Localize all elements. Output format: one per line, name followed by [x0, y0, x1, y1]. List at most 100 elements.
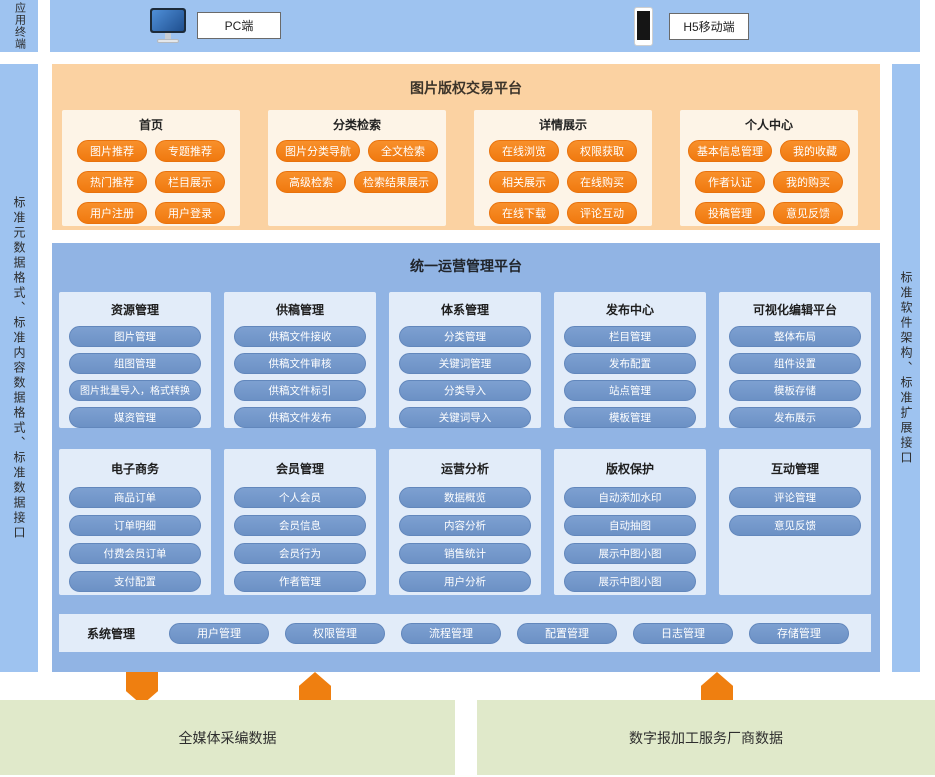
left-standards-label: 标准元数据格式、标准内容数据格式、标准数据接口 [12, 195, 26, 541]
feature-button[interactable]: 模板管理 [564, 407, 696, 428]
feature-button[interactable]: 整体布局 [729, 326, 861, 347]
feature-button[interactable]: 栏目管理 [564, 326, 696, 347]
feature-button[interactable]: 供稿文件标引 [234, 380, 366, 401]
module-copyright-protection: 版权保护 自动添加水印 自动抽图 展示中图小图 展示中图小图 [554, 449, 706, 595]
feature-button[interactable]: 组件设置 [729, 353, 861, 374]
feature-button[interactable]: 会员信息 [234, 515, 366, 536]
feature-button[interactable]: 意见反馈 [729, 515, 861, 536]
system-mgmt-title: 系统管理 [87, 626, 136, 641]
feature-button[interactable]: 我的购买 [773, 171, 843, 193]
feature-button[interactable]: 支付配置 [69, 571, 201, 592]
feature-button[interactable]: 关键词导入 [399, 407, 531, 428]
feature-button[interactable]: 投稿管理 [695, 202, 765, 224]
feature-button[interactable]: 在线浏览 [489, 140, 559, 162]
feature-button[interactable]: 用户管理 [169, 622, 270, 644]
feature-button[interactable]: 用户分析 [399, 571, 531, 592]
feature-button[interactable]: 展示中图小图 [564, 543, 696, 564]
group-title: 详情展示 [538, 118, 587, 132]
feature-button[interactable]: 配置管理 [516, 622, 617, 644]
feature-button[interactable]: 检索结果展示 [354, 171, 438, 193]
feature-button[interactable]: 在线下载 [489, 202, 559, 224]
feature-button[interactable]: 图片分类导航 [276, 140, 360, 162]
feature-button[interactable]: 模板存储 [729, 380, 861, 401]
feature-button[interactable]: 内容分析 [399, 515, 531, 536]
feature-button[interactable]: 供稿文件发布 [234, 407, 366, 428]
feature-button[interactable]: 组图管理 [69, 353, 201, 374]
module-taxonomy-mgmt: 体系管理 分类管理 关键词管理 分类导入 关键词导入 [389, 292, 541, 428]
feature-button[interactable]: 我的收藏 [780, 140, 850, 162]
feature-button[interactable]: 付费会员订单 [69, 543, 201, 564]
module-title: 体系管理 [440, 303, 489, 317]
feature-button[interactable]: 图片推荐 [77, 140, 147, 162]
datasource-digital-paper-label: 数字报加工服务厂商数据 [629, 729, 783, 746]
terminal-side-label: 应用终端 [13, 2, 26, 50]
system-mgmt-bar: 系统管理 用户管理 权限管理 流程管理 配置管理 日志管理 存储管理 [59, 614, 871, 652]
feature-button[interactable]: 图片管理 [69, 326, 201, 347]
feature-button[interactable]: 会员行为 [234, 543, 366, 564]
module-publish-center: 发布中心 栏目管理 发布配置 站点管理 模板管理 [554, 292, 706, 428]
feature-button[interactable]: 个人会员 [234, 487, 366, 508]
feature-button[interactable]: 关键词管理 [399, 353, 531, 374]
feature-button[interactable]: 作者认证 [695, 171, 765, 193]
feature-button[interactable]: 用户注册 [77, 202, 147, 224]
group-title: 个人中心 [744, 118, 793, 132]
feature-button[interactable]: 栏目展示 [155, 171, 225, 193]
feature-button[interactable]: 供稿文件审核 [234, 353, 366, 374]
group-category-search: 分类检索 图片分类导航 全文检索 高级检索 检索结果展示 [268, 110, 446, 226]
feature-button[interactable]: 图片批量导入，格式转换 [69, 380, 201, 401]
datasource-media: 全媒体采编数据 [0, 700, 455, 775]
group-personal-center: 个人中心 基本信息管理 我的收藏 作者认证 我的购买 投稿管理 意见反馈 [680, 110, 858, 226]
datasource-digital-paper: 数字报加工服务厂商数据 [477, 700, 935, 775]
group-detail-display: 详情展示 在线浏览 权限获取 相关展示 在线购买 在线下载 评论互动 [474, 110, 652, 226]
feature-button[interactable]: 发布展示 [729, 407, 861, 428]
trade-platform-title: 图片版权交易平台 [410, 80, 522, 96]
feature-button[interactable]: 高级检索 [276, 171, 346, 193]
feature-button[interactable]: 用户登录 [155, 202, 225, 224]
feature-button[interactable]: 评论互动 [567, 202, 637, 224]
feature-button[interactable]: 订单明细 [69, 515, 201, 536]
feature-button[interactable]: 媒资管理 [69, 407, 201, 428]
datasource-media-label: 全媒体采编数据 [178, 729, 277, 746]
module-title: 可视化编辑平台 [752, 303, 837, 317]
feature-button[interactable]: 权限管理 [285, 622, 385, 644]
feature-button[interactable]: 分类导入 [399, 380, 531, 401]
feature-button[interactable]: 基本信息管理 [688, 140, 772, 162]
feature-button[interactable]: 评论管理 [729, 487, 861, 508]
feature-button[interactable]: 自动添加水印 [564, 487, 696, 508]
feature-button[interactable]: 专题推荐 [155, 140, 225, 162]
feature-button[interactable]: 自动抽图 [564, 515, 696, 536]
module-ops-analysis: 运营分析 数据概览 内容分析 销售统计 用户分析 [389, 449, 541, 595]
feature-button[interactable]: 全文检索 [368, 140, 438, 162]
feature-button[interactable]: 作者管理 [234, 571, 366, 592]
feature-button[interactable]: 销售统计 [399, 543, 531, 564]
feature-button[interactable]: 流程管理 [400, 622, 501, 644]
feature-button[interactable]: 相关展示 [489, 171, 559, 193]
feature-button[interactable]: 存储管理 [748, 622, 849, 644]
pc-terminal-label: PC端 [224, 19, 254, 33]
feature-button[interactable]: 在线购买 [567, 171, 637, 193]
group-home: 首页 图片推荐 专题推荐 热门推荐 栏目展示 用户注册 用户登录 [62, 110, 240, 226]
module-visual-editor: 可视化编辑平台 整体布局 组件设置 模板存储 发布展示 [719, 292, 871, 428]
feature-button[interactable]: 日志管理 [632, 622, 733, 644]
feature-button[interactable]: 站点管理 [564, 380, 696, 401]
module-resource-mgmt: 资源管理 图片管理 组图管理 图片批量导入，格式转换 媒资管理 [59, 292, 211, 428]
feature-button[interactable]: 权限获取 [567, 140, 637, 162]
module-title: 资源管理 [110, 303, 159, 317]
feature-button[interactable]: 意见反馈 [773, 202, 843, 224]
mobile-icon [634, 7, 653, 46]
feature-button[interactable]: 供稿文件接收 [234, 326, 366, 347]
pc-terminal-box[interactable]: PC端 [197, 12, 281, 39]
feature-button[interactable]: 分类管理 [399, 326, 531, 347]
module-member-mgmt: 会员管理 个人会员 会员信息 会员行为 作者管理 [224, 449, 376, 595]
feature-button[interactable]: 展示中图小图 [564, 571, 696, 592]
h5-terminal-box[interactable]: H5移动端 [669, 13, 749, 40]
module-title: 运营分析 [440, 462, 489, 476]
module-title: 版权保护 [605, 462, 654, 476]
feature-button[interactable]: 商品订单 [69, 487, 201, 508]
module-title: 电子商务 [110, 462, 159, 476]
ops-platform-title: 统一运营管理平台 [410, 258, 522, 274]
module-contribution-mgmt: 供稿管理 供稿文件接收 供稿文件审核 供稿文件标引 供稿文件发布 [224, 292, 376, 428]
feature-button[interactable]: 发布配置 [564, 353, 696, 374]
feature-button[interactable]: 热门推荐 [77, 171, 147, 193]
feature-button[interactable]: 数据概览 [399, 487, 531, 508]
